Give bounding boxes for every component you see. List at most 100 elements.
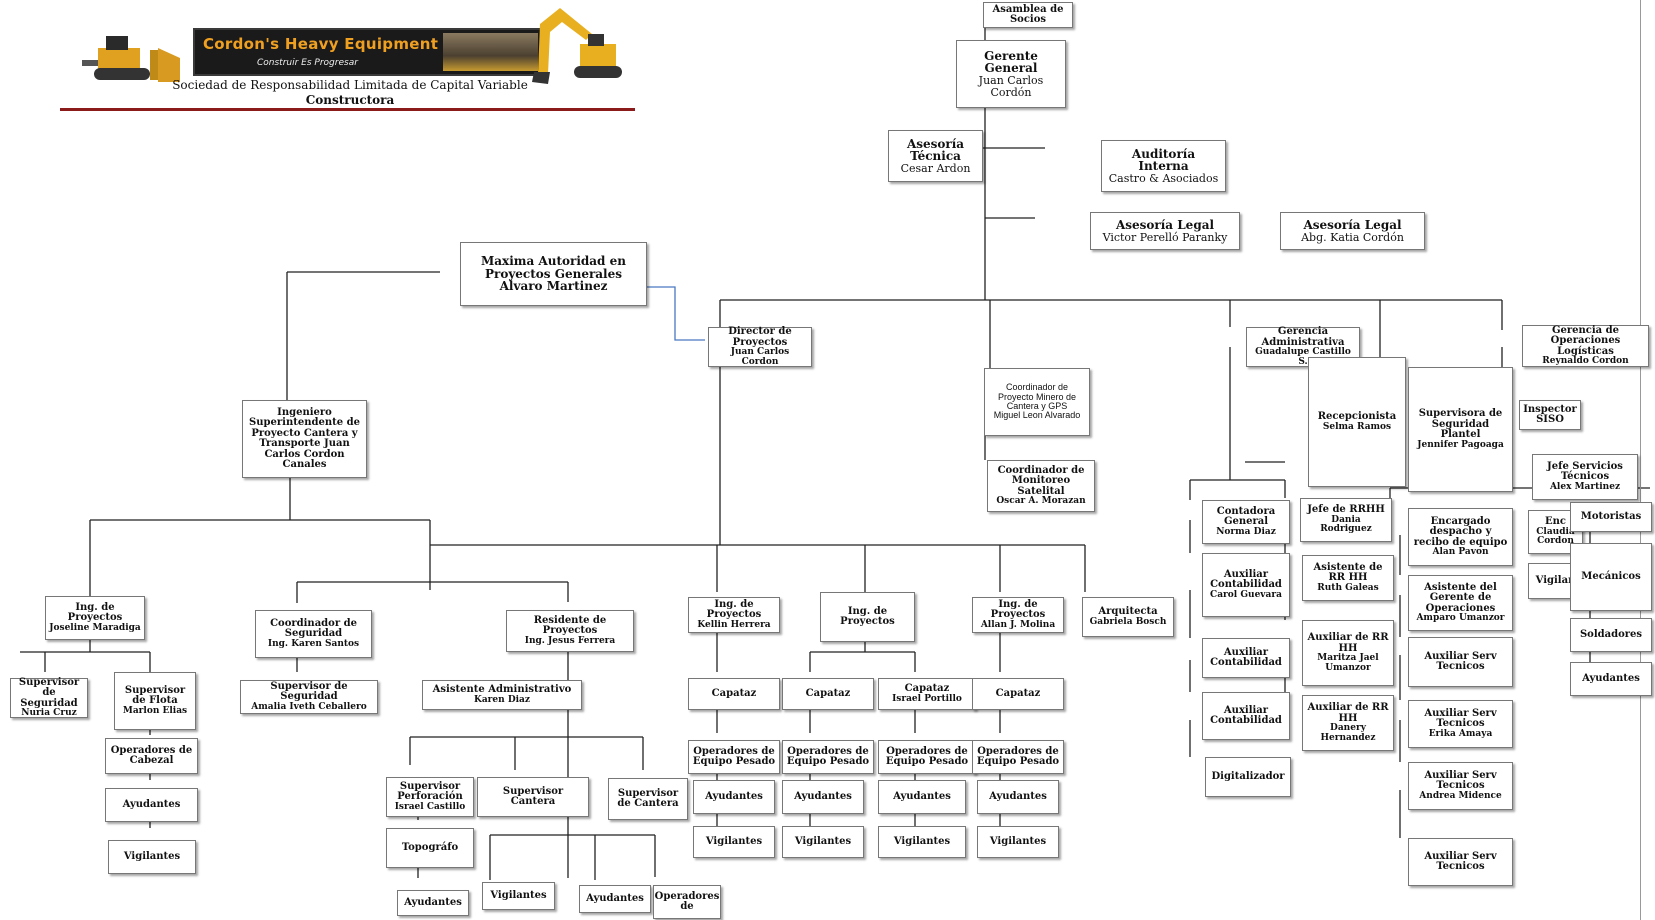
org-box-coord-minero: Coordinador de Proyecto Minero de Canter… [984,368,1090,436]
org-box-oper-res: Operadores de [653,885,721,919]
role-title: Motoristas [1580,510,1642,522]
role-title: Supervisor de Cantera [617,787,679,809]
org-box-vig1: Vigilantes [693,826,775,858]
role-title: Capataz [711,687,757,699]
person-name: Kellin Herrera [697,619,771,630]
bulldozer-logo-icon [82,36,180,82]
role-title: Vigilantes [989,835,1047,847]
person-name: Ing. Karen Santos [267,638,360,649]
org-box-ayud-topo: Ayudantes [397,890,469,916]
org-box-ing-super: Ingeniero Superintendente de Proyecto Ca… [242,400,367,478]
role-title: Ing. de Proyectos [67,601,123,624]
role-title: Ingeniero Superintendente de Proyecto Ca… [249,406,360,470]
org-box-aux-serv1: Auxiliar Serv Tecnicos [1408,637,1513,687]
person-name: Juan Carlos Cordon [730,347,790,367]
org-box-sup-cantera1: Supervisor Cantera [477,777,589,817]
role-title: Vigilan [1535,574,1576,586]
org-box-capataz1: Capataz [688,678,780,710]
person-name: Jennifer Pagoaga [1417,439,1504,450]
role-title: Auxiliar Contabilidad [1210,704,1282,726]
role-title: Asistente de RR HH [1313,561,1383,584]
org-box-ayud-l1: Ayudantes [105,788,198,822]
person-name: Israel Portillo [892,693,962,704]
org-box-ayud4: Ayudantes [977,780,1059,814]
role-title: Maxima Autoridad en Proyectos Generales … [481,254,626,294]
org-box-vig-res: Vigilantes [482,882,555,910]
person-name: Danery Hernandez [1320,723,1376,743]
role-title: Soldadores [1579,628,1643,640]
header-divider [60,108,635,111]
company-description: Sociedad de Responsabilidad Limitada de … [172,78,528,92]
person-name: Nuria Cruz [21,708,77,719]
person-name: Reynaldo Cordon [1542,356,1629,367]
org-box-asamblea: Asamblea de Socios [983,2,1073,28]
org-box-oper3: Operadores de Equipo Pesado [878,740,976,774]
role-title: Arquitecta [1098,606,1158,618]
role-title: Coordinador de Seguridad [270,617,357,640]
org-box-oper2: Operadores de Equipo Pesado [782,740,874,774]
company-type: Constructora [305,93,395,107]
org-box-ayud3: Ayudantes [878,780,966,814]
org-box-ayud-right: Ayudantes [1570,662,1652,696]
person-name: Alan Pavon [1432,547,1489,558]
person-name: Maritza Jael Umanzor [1317,653,1379,673]
person-name: Gabriela Bosch [1089,616,1167,627]
role-title: Capataz [995,687,1041,699]
brand-tagline: Construir Es Progresar [257,58,358,68]
role-title: Ayudantes [989,790,1047,802]
person-name: Abg. Katia Cordón [1301,230,1404,244]
role-title: Ayudantes [404,896,462,908]
role-title: Contadora General [1216,505,1276,528]
role-title: Supervisor de Seguridad [270,680,348,703]
role-title: Operadores de Equipo Pesado [976,745,1060,767]
role-title: Gerente General [984,48,1038,76]
role-title: Supervisor de Seguridad [18,676,80,709]
person-name: Amalia Iveth Ceballero [251,701,367,712]
org-box-vig3: Vigilantes [878,826,966,858]
brand-banner: Cordon's Heavy Equipment Construir Es Pr… [193,28,543,76]
person-name: Miguel Leon Alvarado [993,410,1081,421]
person-name: Marlon Elias [122,705,188,716]
role-title: Residente de Proyectos [533,614,607,637]
role-title: Jefe Servicios Técnicos [1547,460,1623,483]
person-name: Juan Carlos Cordón [978,74,1044,99]
person-name: Guadalupe Castillo S. [1255,347,1351,367]
person-name: Israel Castillo [394,801,466,812]
equipment-photo [443,33,538,71]
role-title: Ayudantes [893,790,951,802]
role-title: Operadores de [654,890,720,912]
person-name: Alex Martinez [1549,481,1621,492]
role-title: Operadores de Equipo Pesado [885,745,969,767]
org-box-digitalizador: Digitalizador [1205,757,1291,797]
role-title: Ayudantes [1582,672,1640,684]
person-name: Victor Perelló Paranky [1102,230,1228,244]
person-name: Erika Amaya [1428,728,1493,739]
person-name: Karen Diaz [474,694,530,705]
role-title: Operadores de Equipo Pesado [786,745,870,767]
org-box-ayud-res: Ayudantes [579,885,651,913]
role-title: Auxiliar Serv Tecnicos [1424,769,1497,792]
person-name: Oscar A. Morazan [996,496,1086,507]
org-box-ing-proy2: Ing. de Proyectos [820,592,915,642]
role-title: Digitalizador [1211,770,1285,782]
role-title: Supervisor Perforación [397,780,463,803]
role-title: Auxiliar de RR HH [1307,632,1389,654]
